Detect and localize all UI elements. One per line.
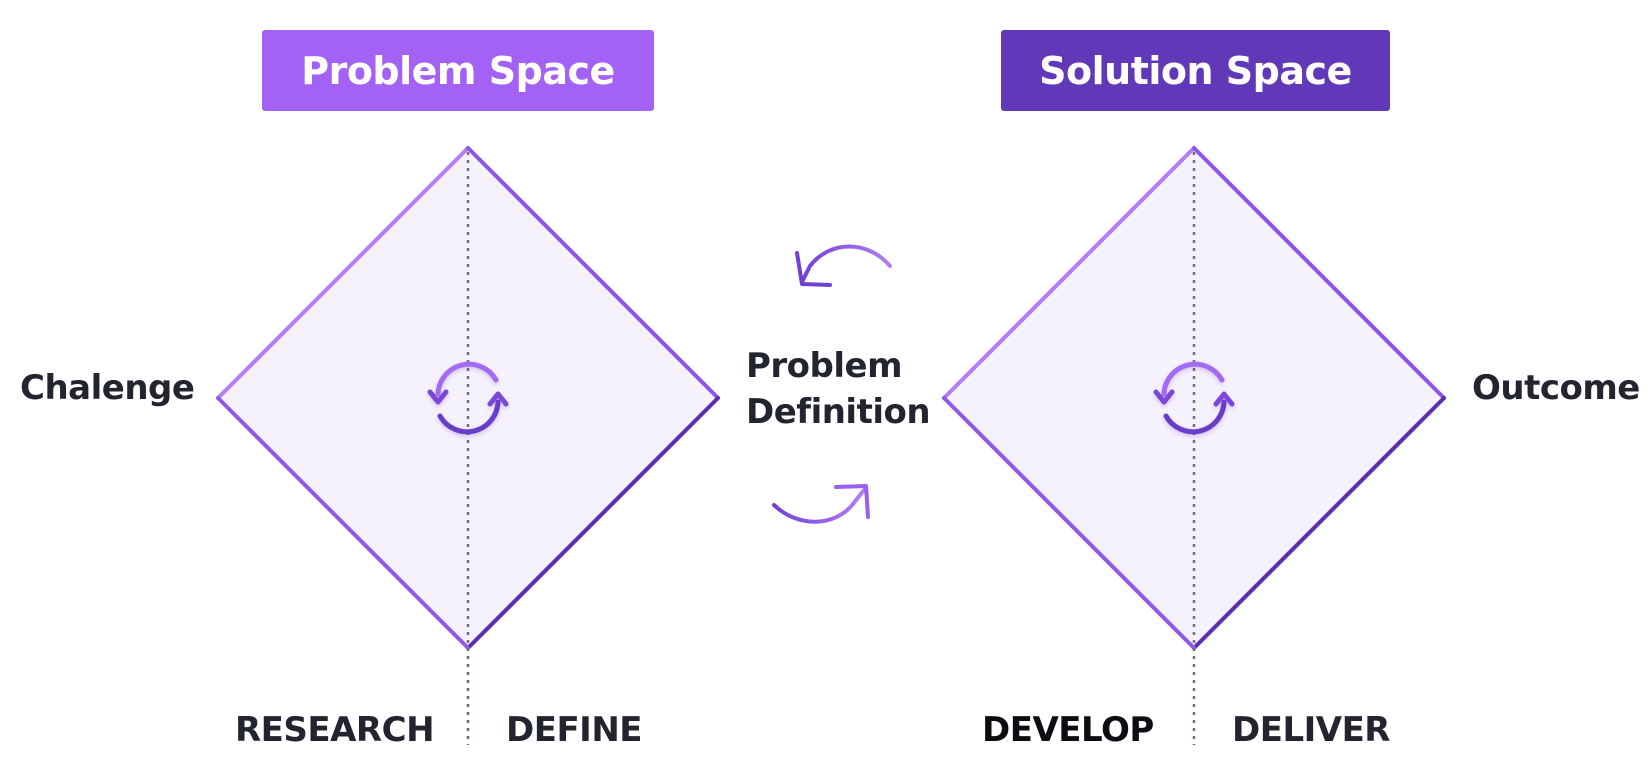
problem-diamond	[216, 146, 720, 650]
problem-definition-line1: Problem	[746, 346, 903, 386]
curved-arrow-left-icon	[795, 244, 892, 287]
phase-develop-label: DEVELOP	[982, 710, 1154, 750]
outcome-label: Outcome	[1472, 368, 1640, 408]
solution-space-title: Solution Space	[1039, 48, 1352, 93]
solution-space-header: Solution Space	[1001, 30, 1390, 111]
phase-research-label: RESEARCH	[235, 710, 435, 750]
refresh-cycle-icon	[427, 361, 509, 435]
phase-deliver-label: DELIVER	[1232, 710, 1390, 750]
refresh-cycle-icon	[1153, 361, 1235, 435]
problem-definition-label: Problem Definition	[746, 343, 931, 435]
solution-diamond	[942, 146, 1446, 650]
problem-space-title: Problem Space	[301, 48, 615, 93]
curved-arrow-right-icon	[772, 484, 870, 524]
problem-space-header: Problem Space	[262, 30, 654, 111]
problem-definition-line2: Definition	[746, 392, 931, 432]
phase-define-label: DEFINE	[506, 710, 643, 750]
challenge-label: Chalenge	[20, 368, 195, 408]
